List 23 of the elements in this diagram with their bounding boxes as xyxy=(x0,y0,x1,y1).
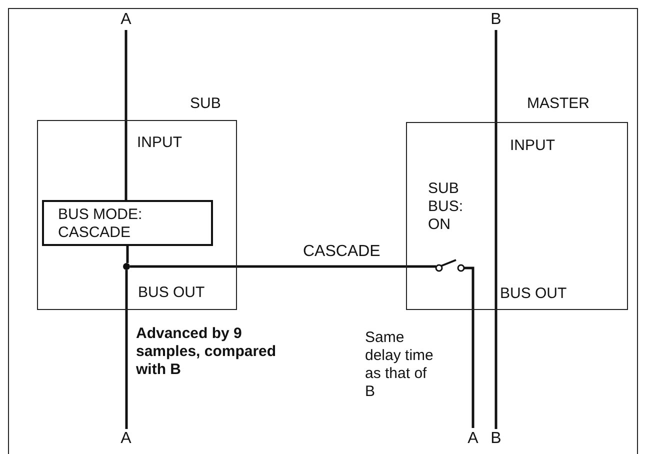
signal-line xyxy=(124,30,128,200)
device-title: MASTER xyxy=(527,95,590,113)
signal-label: A xyxy=(119,429,133,449)
junction-dot xyxy=(123,263,130,270)
signal-line xyxy=(464,266,474,428)
device-title: SUB xyxy=(190,95,221,113)
signal-line xyxy=(130,265,436,268)
delay-note: Advanced by 9 samples, compared with B xyxy=(136,325,278,379)
signal-label: B xyxy=(489,10,503,30)
delay-note: Same delay time as that of B xyxy=(365,329,434,401)
port-label: BUS OUT xyxy=(138,284,205,302)
signal-line xyxy=(125,270,128,429)
signal-line xyxy=(494,30,498,429)
port-label: INPUT xyxy=(137,134,182,152)
mode-setting-label: BUS MODE: CASCADE xyxy=(58,206,144,242)
switch-label: SUB BUS: ON xyxy=(428,180,464,234)
port-label: BUS OUT xyxy=(500,285,567,303)
port-label: INPUT xyxy=(510,137,555,155)
signal-line xyxy=(126,246,129,263)
signal-label: A xyxy=(119,10,133,30)
signal-label: A xyxy=(466,429,480,449)
setting-box xyxy=(42,200,213,246)
signal-label: B xyxy=(489,429,503,449)
